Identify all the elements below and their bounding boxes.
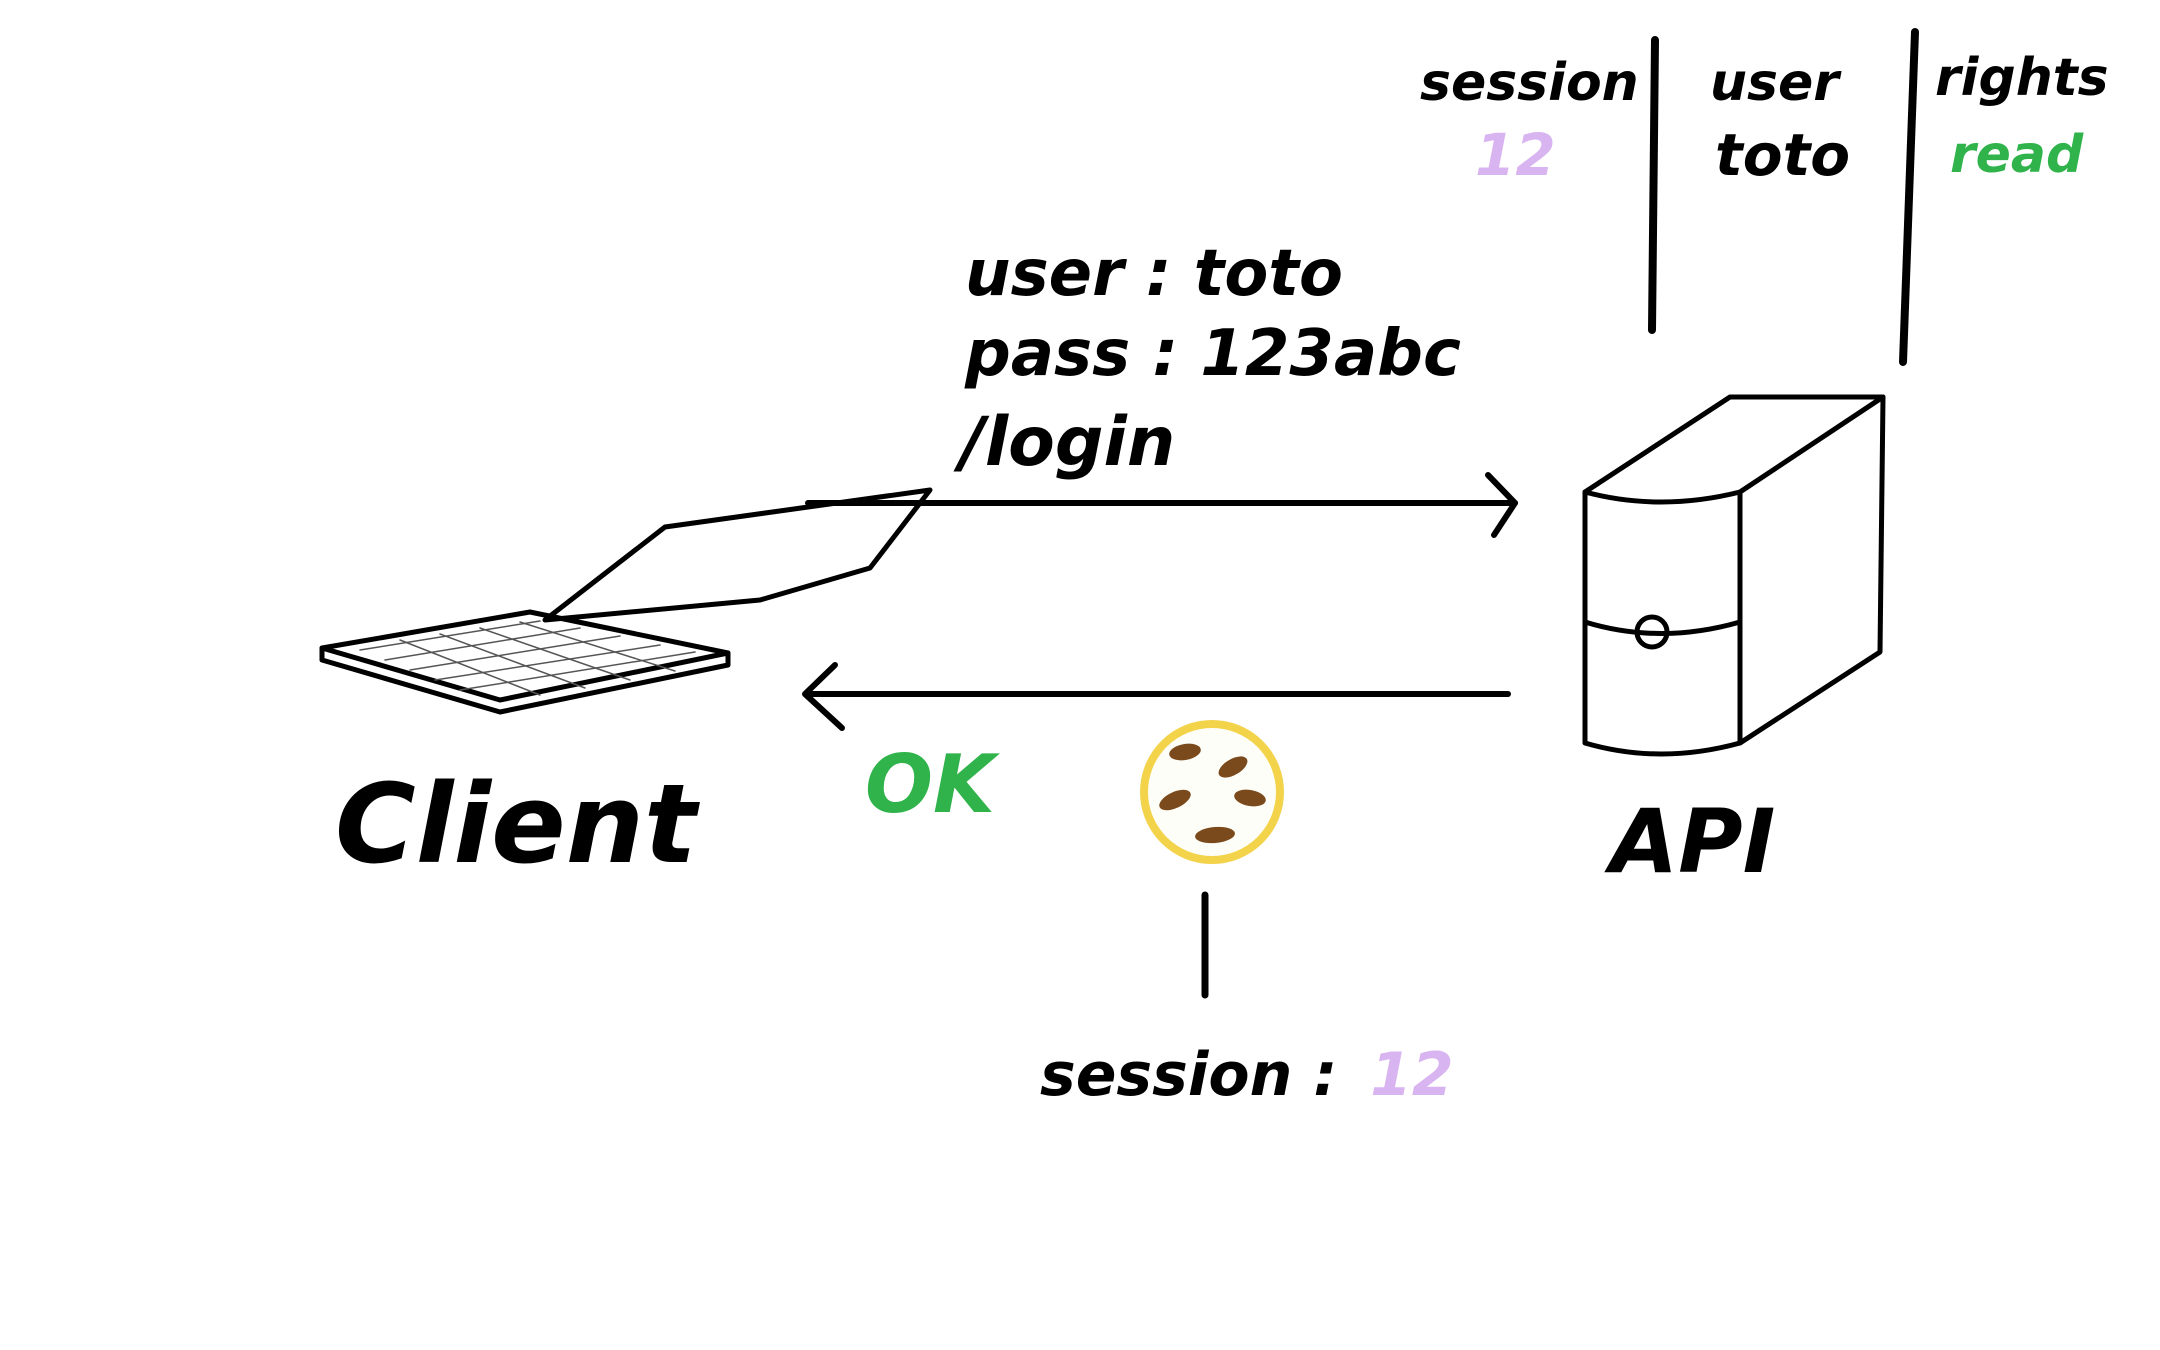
response-status-text: OK — [865, 738, 1000, 831]
api-label: API — [1604, 790, 1775, 893]
response-arrow — [802, 662, 1511, 731]
cookie-content-text: session : 12 — [1040, 1040, 1454, 1110]
table-value-rights: read — [1950, 125, 2084, 185]
table-divider-2 — [1899, 28, 1919, 366]
request-arrow — [805, 472, 1518, 538]
session-table: session 12 user toto rights read — [1420, 28, 2109, 366]
request-pass-text: pass : 123abc — [964, 317, 1461, 391]
request-user-text: user : toto — [965, 237, 1343, 311]
client-label: Client — [335, 760, 700, 888]
table-divider-1 — [1648, 36, 1659, 334]
table-header-user: user — [1710, 53, 1842, 113]
table-value-user: toto — [1715, 121, 1850, 189]
laptop-icon — [319, 487, 933, 715]
cookie-icon — [1140, 720, 1284, 864]
table-header-rights: rights — [1935, 48, 2109, 108]
server-icon — [1582, 394, 1886, 757]
table-header-session: session — [1420, 53, 1639, 113]
table-value-session: 12 — [1475, 121, 1556, 189]
request-endpoint-text: /login — [953, 403, 1175, 482]
cookie-value-text: 12 — [1370, 1040, 1454, 1110]
cookie-key-text: session : — [1040, 1040, 1337, 1110]
